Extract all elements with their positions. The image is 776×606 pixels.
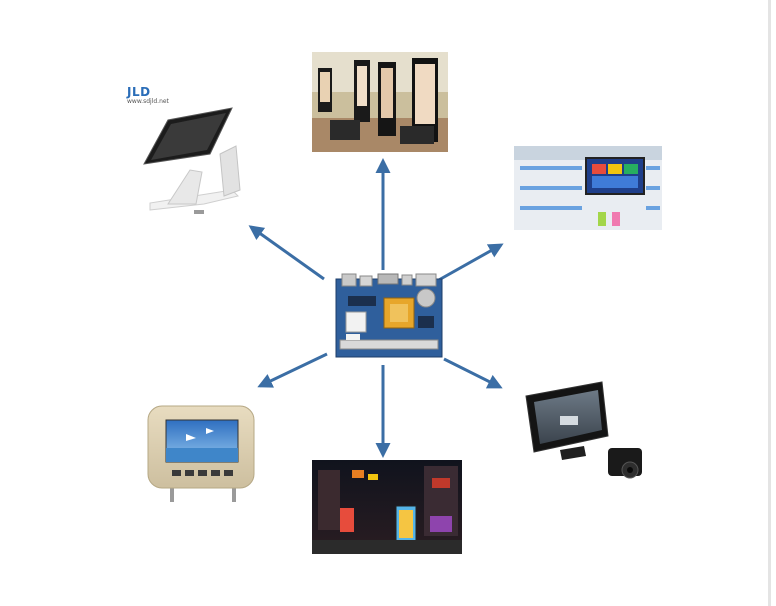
- logo-url: www.sdjld.net: [127, 98, 169, 105]
- arrow-to-wall-display: [436, 243, 504, 283]
- arrow-to-pos: [248, 225, 325, 281]
- arrows: [248, 158, 504, 458]
- arrow-to-headrest: [257, 352, 328, 388]
- street-signage: [312, 460, 462, 554]
- floor-standing-signage: [312, 52, 448, 152]
- arrow-to-car-monitor: [443, 357, 503, 389]
- jld-logo: JLD www.sdjld.net: [127, 86, 169, 106]
- android-mainboard: [335, 273, 443, 358]
- logo-mark: JLD: [127, 85, 151, 99]
- pos-terminal: [143, 107, 241, 214]
- wall-display-shelf: [514, 146, 662, 230]
- headrest-monitor: [147, 405, 255, 502]
- right-border-line: [768, 0, 771, 606]
- car-monitor-camera: [525, 381, 642, 479]
